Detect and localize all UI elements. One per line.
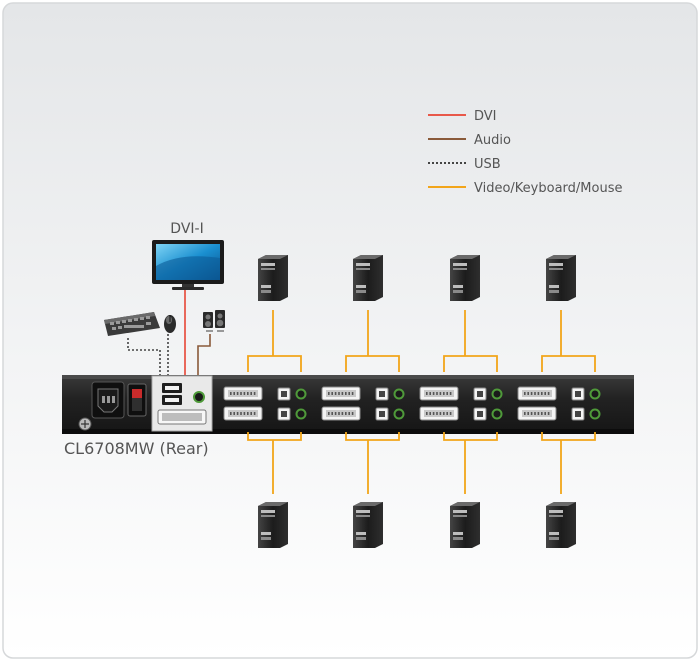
port-group: [517, 386, 601, 421]
audio-jack: [491, 408, 503, 420]
tower-computer-icon: [546, 502, 576, 548]
power-switch-icon: [127, 383, 147, 417]
device-label: CL6708MW (Rear): [64, 439, 209, 458]
monitor-icon: [152, 240, 224, 290]
power-socket-icon: [91, 381, 125, 419]
port-group: [321, 386, 405, 421]
audio-jack: [589, 408, 601, 420]
vkm-cable: [443, 310, 498, 494]
audio-jack: [295, 388, 307, 400]
port-group: [223, 386, 307, 421]
audio-jack: [491, 388, 503, 400]
audio-jack: [393, 388, 405, 400]
legend-item: DVI: [428, 109, 497, 124]
mouse-icon: [164, 315, 176, 333]
tower-computer-icon: [450, 502, 480, 548]
console-port-panel: [151, 375, 213, 432]
legend-label: Audio: [474, 133, 511, 148]
console-cables: [127, 290, 211, 384]
audio-jack: [393, 408, 405, 420]
tower-computer-icon: [450, 255, 480, 301]
vkm-cable: [345, 310, 400, 494]
tower-computer-icon: [258, 502, 288, 548]
keyboard-icon: [104, 312, 160, 336]
tower-computer-icon: [353, 255, 383, 301]
computer-units: [247, 255, 596, 548]
legend-item: Audio: [428, 133, 511, 148]
tower-computer-icon: [546, 255, 576, 301]
legend-label: USB: [474, 157, 501, 172]
legend-label: Video/Keyboard/Mouse: [474, 181, 622, 196]
port-group: [419, 386, 503, 421]
ground-screw-icon: [78, 417, 92, 431]
legend-item: USB: [428, 157, 501, 172]
tower-computer-icon: [353, 502, 383, 548]
legend-item: Video/Keyboard/Mouse: [428, 181, 622, 196]
speakers-icon: [203, 310, 225, 332]
vkm-cable: [541, 310, 596, 494]
computer-port-groups: [223, 386, 601, 421]
audio-jack: [589, 388, 601, 400]
monitor-label: DVI-I: [170, 221, 203, 237]
legend-label: DVI: [474, 109, 497, 124]
tower-computer-icon: [258, 255, 288, 301]
audio-jack: [295, 408, 307, 420]
kvm-switch-rear-panel: [62, 375, 634, 434]
vkm-cable: [247, 310, 302, 494]
